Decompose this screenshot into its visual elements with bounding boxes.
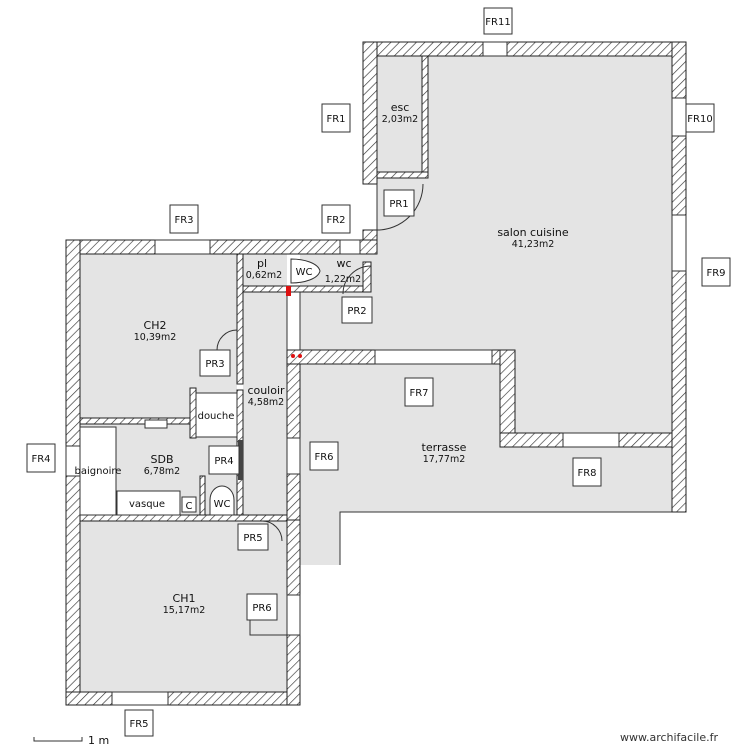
window-openings (65, 41, 687, 706)
marker (286, 286, 291, 296)
door-tag-pr3[interactable]: PR3 (199, 349, 231, 377)
wc-label: WC (296, 267, 313, 278)
label: PR4 (214, 456, 233, 467)
room-ch2-name: CH2 (144, 319, 167, 332)
window-tag-fr6[interactable]: FR6 (309, 441, 339, 471)
door-tag-pr2[interactable]: PR2 (341, 296, 373, 324)
wc-label: WC (214, 499, 231, 510)
room-ch1-area: 15,17m2 (163, 605, 206, 616)
room-couloir-name: couloir (247, 384, 285, 397)
scale-bar: 1 m (33, 734, 109, 747)
baignoire-label: baignoire (75, 466, 122, 477)
vasque-label: vasque (129, 499, 165, 510)
room-salon-area: 41,23m2 (512, 239, 555, 250)
door-pr4-leaf (238, 440, 243, 480)
room-pl-area: 0,62m2 (246, 270, 282, 281)
fixture-c: C (181, 496, 197, 513)
label: FR9 (706, 268, 725, 279)
room-esc-name: esc (391, 101, 410, 114)
room-wc-area: 1,22m2 (325, 274, 361, 285)
window-tag-fr2[interactable]: FR2 (321, 204, 351, 234)
room-sdb-name: SDB (151, 453, 174, 466)
label: FR6 (314, 452, 333, 463)
marker (298, 354, 302, 358)
label: PR1 (389, 199, 408, 210)
room-pl-name: pl (257, 257, 267, 270)
label: FR10 (687, 114, 712, 125)
room-ch2-area: 10,39m2 (134, 332, 177, 343)
room-terrasse-name: terrasse (422, 441, 467, 454)
label: FR3 (174, 215, 193, 226)
label: PR2 (347, 306, 366, 317)
label: PR6 (252, 603, 271, 614)
room-sdb-area: 6,78m2 (144, 466, 180, 477)
window-tag-fr1[interactable]: FR1 (321, 103, 351, 133)
room-salon-name: salon cuisine (497, 226, 569, 239)
marker (291, 354, 295, 358)
window-tag-fr5[interactable]: FR5 (124, 709, 154, 737)
fixture-baignoire: baignoire (75, 426, 122, 516)
label: FR2 (326, 215, 345, 226)
room-ch1-name: CH1 (173, 592, 196, 605)
fixture-douche: douche (195, 392, 238, 438)
room-couloir-area: 4,58m2 (248, 397, 284, 408)
door-tag-pr6[interactable]: PR6 (246, 593, 278, 621)
door-tag-pr4[interactable]: PR4 (208, 445, 240, 475)
label: FR4 (31, 454, 50, 465)
label: FR5 (129, 719, 148, 730)
door-tag-pr1[interactable]: PR1 (383, 189, 415, 217)
fixture-wc-sdb: WC (209, 485, 235, 516)
watermark: www.archifacile.fr (620, 731, 718, 744)
window-tag-fr9[interactable]: FR9 (701, 257, 731, 287)
room-esc-area: 2,03m2 (382, 114, 418, 125)
door-tag-pr5[interactable]: PR5 (237, 523, 269, 551)
label: FR8 (577, 468, 596, 479)
window-tag-fr10[interactable]: FR10 (685, 103, 715, 133)
window-tag-fr3[interactable]: FR3 (169, 204, 199, 234)
window-tag-fr8[interactable]: FR8 (572, 457, 602, 487)
window-tag-fr11[interactable]: FR11 (483, 7, 513, 35)
room-terrasse-area: 17,77m2 (423, 454, 466, 465)
label: PR3 (205, 359, 224, 370)
douche-label: douche (198, 411, 235, 422)
window-tag-fr4[interactable]: FR4 (26, 443, 56, 473)
room-wc-name: wc (336, 257, 351, 270)
label: FR7 (409, 388, 428, 399)
door-swings (216, 183, 424, 636)
terrace-edge (339, 511, 672, 565)
fixture-wc: WC (290, 258, 321, 284)
c-label: C (186, 501, 193, 512)
window-tag-fr7[interactable]: FR7 (404, 377, 434, 407)
label: FR11 (485, 17, 510, 28)
label: PR5 (243, 533, 262, 544)
label: 1 m (88, 734, 109, 747)
fixture-vasque: vasque (116, 490, 181, 516)
label: FR1 (326, 114, 345, 125)
